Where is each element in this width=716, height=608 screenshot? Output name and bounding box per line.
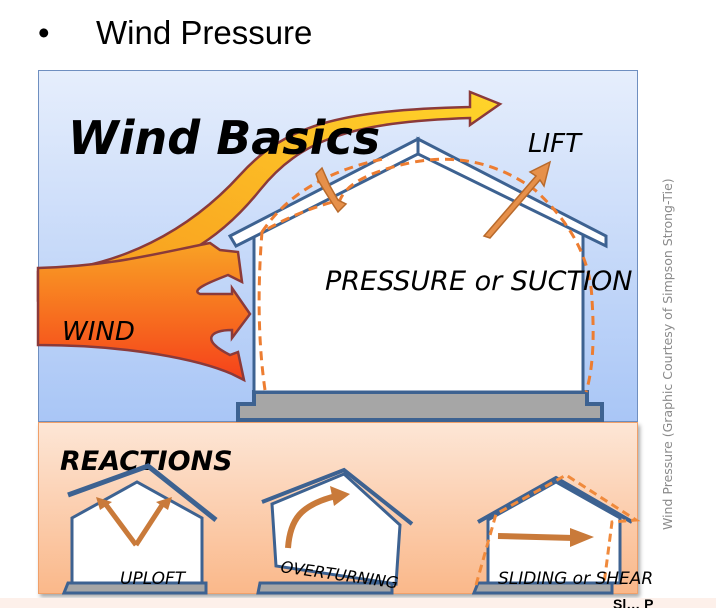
roof-flex-arrow [315,166,348,214]
shear-label: SLIDING or SHEAR [498,569,653,589]
main-roof-right [416,136,608,249]
heading-text: Wind Pressure [96,14,313,51]
uploft-house: UPLOFT [61,463,218,595]
shear-house: SLIDING or SHEAR [471,473,653,595]
uploft-arrows [101,500,167,547]
footer-strip [0,598,716,608]
deformed-roof-dash [260,156,389,233]
wind-label: WIND [62,317,135,347]
lift-label: LIFT [528,129,583,159]
shear-dashed-outline [474,473,641,586]
wind-basics-title: Wind Basics [68,111,380,165]
wind-impact-arrow [36,241,252,383]
bullet-marker: • [38,14,50,51]
pressure-label: PRESSURE or SUCTION [325,266,632,297]
shear-arrow [497,533,575,541]
lift-arrow [482,160,552,239]
footer-partial-text: Sl… P [613,598,654,608]
main-foundation [236,390,604,422]
wind-flow-arrow [36,90,503,302]
graphic-credit-caption: Wind Pressure (Graphic Courtesy of Simps… [660,178,675,530]
overturning-house: OVERTURNING [256,467,414,595]
uploft-label: UPLOFT [120,569,187,589]
overturning-arrow [285,493,337,549]
reactions-title: REACTIONS [60,446,233,477]
